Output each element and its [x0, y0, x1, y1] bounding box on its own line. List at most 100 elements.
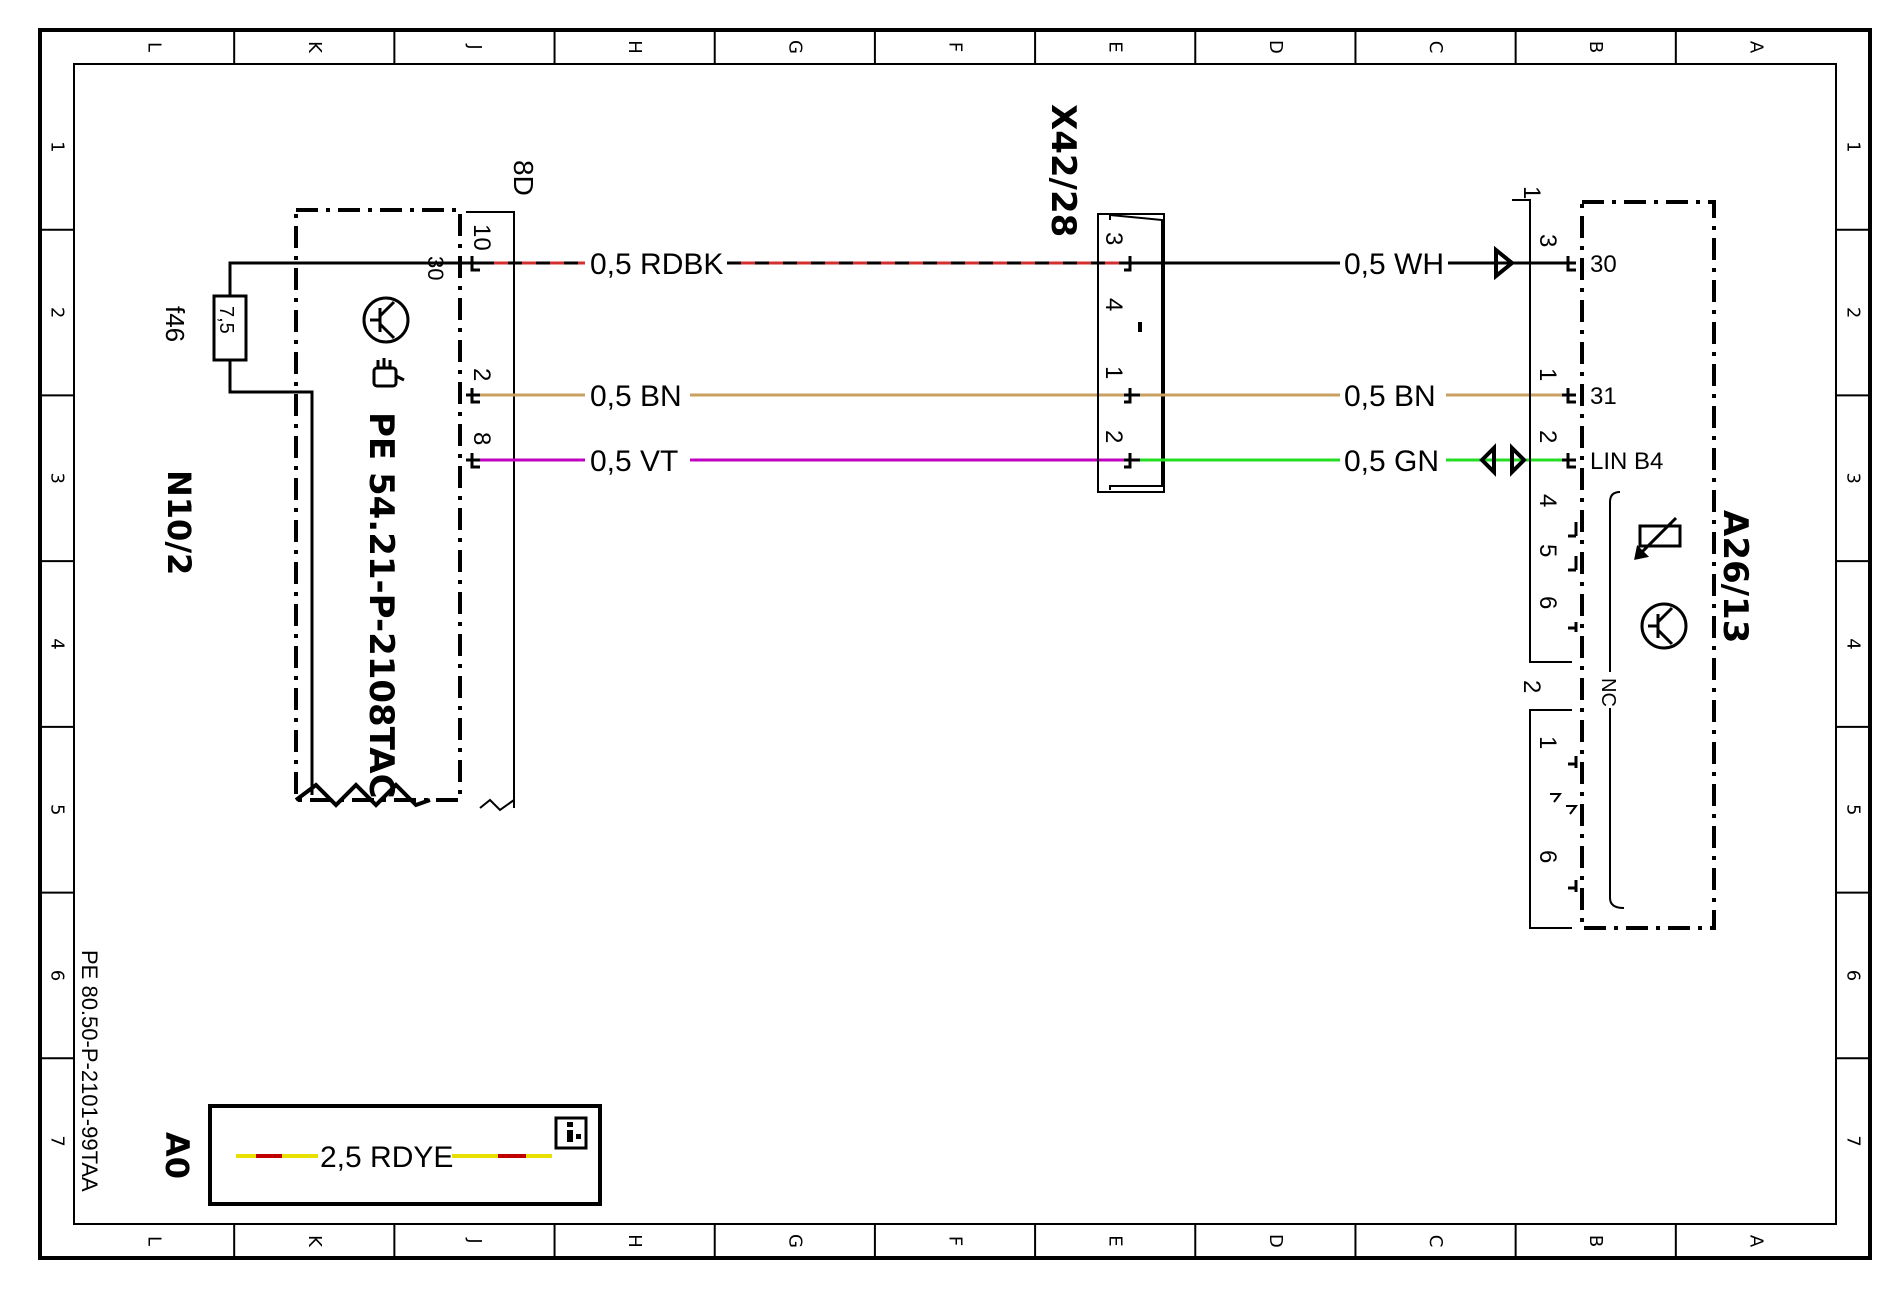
connector-8d-label: 8D: [508, 160, 539, 196]
fuse-wire-bottom: [228, 360, 314, 795]
column-label: J: [464, 43, 485, 49]
a26-13-pin-3: 3: [1534, 234, 1576, 272]
wire-bn-left-label: 0,5 BN: [590, 380, 682, 413]
a26-13-pin-c2-6: 6: [1534, 850, 1578, 892]
connector-8d-outline: [466, 211, 515, 808]
svg-text:6: 6: [1534, 850, 1561, 863]
row-label: 2: [1843, 307, 1864, 318]
row-label: 1: [1843, 141, 1864, 152]
row-label: 5: [47, 804, 68, 815]
column-label: K: [304, 41, 325, 54]
row-label: 7: [1843, 1135, 1864, 1146]
variable-resistor-icon: [1634, 516, 1682, 560]
row-label: 4: [47, 638, 68, 649]
svg-text:10: 10: [468, 224, 495, 251]
a26-13-term-lin: LIN B4: [1590, 448, 1663, 475]
n10-2-name-label: N10/2: [160, 470, 198, 575]
column-label: K: [304, 1235, 325, 1248]
svg-text:3: 3: [1100, 232, 1127, 245]
a26-13-pin-6: 6: [1534, 596, 1578, 632]
row-label: 3: [1843, 473, 1864, 484]
svg-text:4: 4: [1100, 298, 1127, 311]
inner-frame: [73, 63, 1837, 1225]
n10-2-pin-2: 2: [466, 368, 495, 404]
wire-vt: 0,5 VT: [480, 445, 1130, 478]
connector-8d-cut-line: [479, 798, 515, 812]
column-label: B: [1585, 41, 1606, 53]
row-label: 7: [47, 1135, 68, 1146]
row-label: 5: [1843, 804, 1864, 815]
column-label: H: [624, 1234, 645, 1248]
fuse-wire-top: [228, 261, 296, 296]
legend-title: A0: [158, 1132, 196, 1179]
svg-text:3: 3: [1534, 234, 1561, 247]
column-label: F: [945, 1236, 966, 1246]
wire-bn-left: 0,5 BN: [480, 380, 1130, 413]
legend-box: 2,5 RDYE A0: [158, 1104, 602, 1206]
x42-28-pin-3: 3: [1100, 232, 1140, 272]
x42-28-body: [1097, 213, 1165, 493]
wire-bn-right: 0,5 BN: [1140, 380, 1572, 413]
a26-13-pin-5: 5: [1534, 544, 1578, 572]
svg-text:1: 1: [1534, 368, 1561, 381]
column-label: A: [1745, 1235, 1766, 1248]
transistor-icon: [362, 296, 410, 344]
column-label: A: [1745, 41, 1766, 54]
row-label: 1: [47, 141, 68, 152]
column-label: L: [144, 1236, 165, 1246]
a26-13-connector-1-label: 1: [1518, 186, 1545, 199]
x42-28-name-label: X42/28: [1043, 104, 1083, 237]
x42-28-connector: X42/28 3 4 1 2: [1043, 104, 1165, 493]
switch-icon: [1550, 793, 1578, 815]
wire-bn-right-label: 0,5 BN: [1344, 380, 1436, 413]
wire-gn: 0,5 GN: [1140, 443, 1572, 478]
wire-rdbk: 0,5 RDBK: [480, 248, 1130, 281]
row-label: 3: [47, 473, 68, 484]
a26-13-connector-1-bracket: [1512, 199, 1572, 663]
x42-28-pin-4: 4: [1100, 298, 1142, 332]
wire-gn-bidirectional-arrow: [1479, 443, 1527, 477]
wire-vt-label: 0,5 VT: [590, 445, 678, 478]
svg-text:6: 6: [1534, 596, 1561, 609]
column-label: G: [784, 1234, 805, 1248]
svg-text:8: 8: [468, 432, 495, 445]
a26-13-pin-2: 2: [1534, 430, 1576, 469]
x42-28-pin-1: 1: [1100, 366, 1140, 404]
a26-13-dashed-box: [1580, 200, 1716, 930]
n10-2-pin-10: 10: [466, 224, 495, 272]
column-label: J: [464, 1237, 485, 1243]
column-label: C: [1425, 41, 1446, 54]
fuse-name-label: f46: [160, 306, 190, 342]
wire-wh-label: 0,5 WH: [1344, 248, 1444, 281]
column-label: D: [1265, 1234, 1286, 1248]
a26-13-pin-c2-1: 1: [1534, 736, 1578, 768]
svg-text:2: 2: [1534, 430, 1561, 443]
x42-28-pin-2: 2: [1100, 430, 1140, 469]
a26-13-pin-1: 1: [1534, 368, 1576, 404]
row-label: 2: [47, 307, 68, 318]
svg-text:1: 1: [1100, 366, 1127, 379]
n10-2-cut-line: [294, 782, 431, 808]
svg-text:2: 2: [1100, 430, 1127, 443]
n10-2-reference-label: PE 54.21-P-2108TAC: [361, 412, 401, 799]
row-label: 4: [1843, 638, 1864, 649]
info-icon: [554, 1116, 588, 1150]
outer-frame: [38, 28, 1872, 1260]
a26-13-connector-2-bracket: [1529, 709, 1572, 929]
svg-text:2: 2: [468, 368, 495, 381]
column-label: F: [945, 42, 966, 52]
row-label: 6: [47, 970, 68, 981]
legend-wire-label: 2,5 RDYE: [320, 1141, 453, 1174]
a26-13-nc-label: NC: [1597, 678, 1619, 707]
column-label: D: [1265, 40, 1286, 54]
fuse-rating: 7,5: [215, 306, 237, 334]
a26-13-nc-bracket: [1609, 491, 1625, 909]
a26-13-module: 1 2 3 1 2 4 5 6 1: [1512, 186, 1755, 930]
a26-13-name-label: A26/13: [1715, 510, 1755, 643]
wire-wh: 0,5 WH: [1140, 245, 1572, 281]
a26-13-term-31: 31: [1590, 383, 1617, 410]
a26-13-term-30: 30: [1590, 251, 1617, 278]
transistor-icon-2: [1640, 602, 1688, 650]
a26-13-connector-2-label: 2: [1518, 680, 1545, 693]
